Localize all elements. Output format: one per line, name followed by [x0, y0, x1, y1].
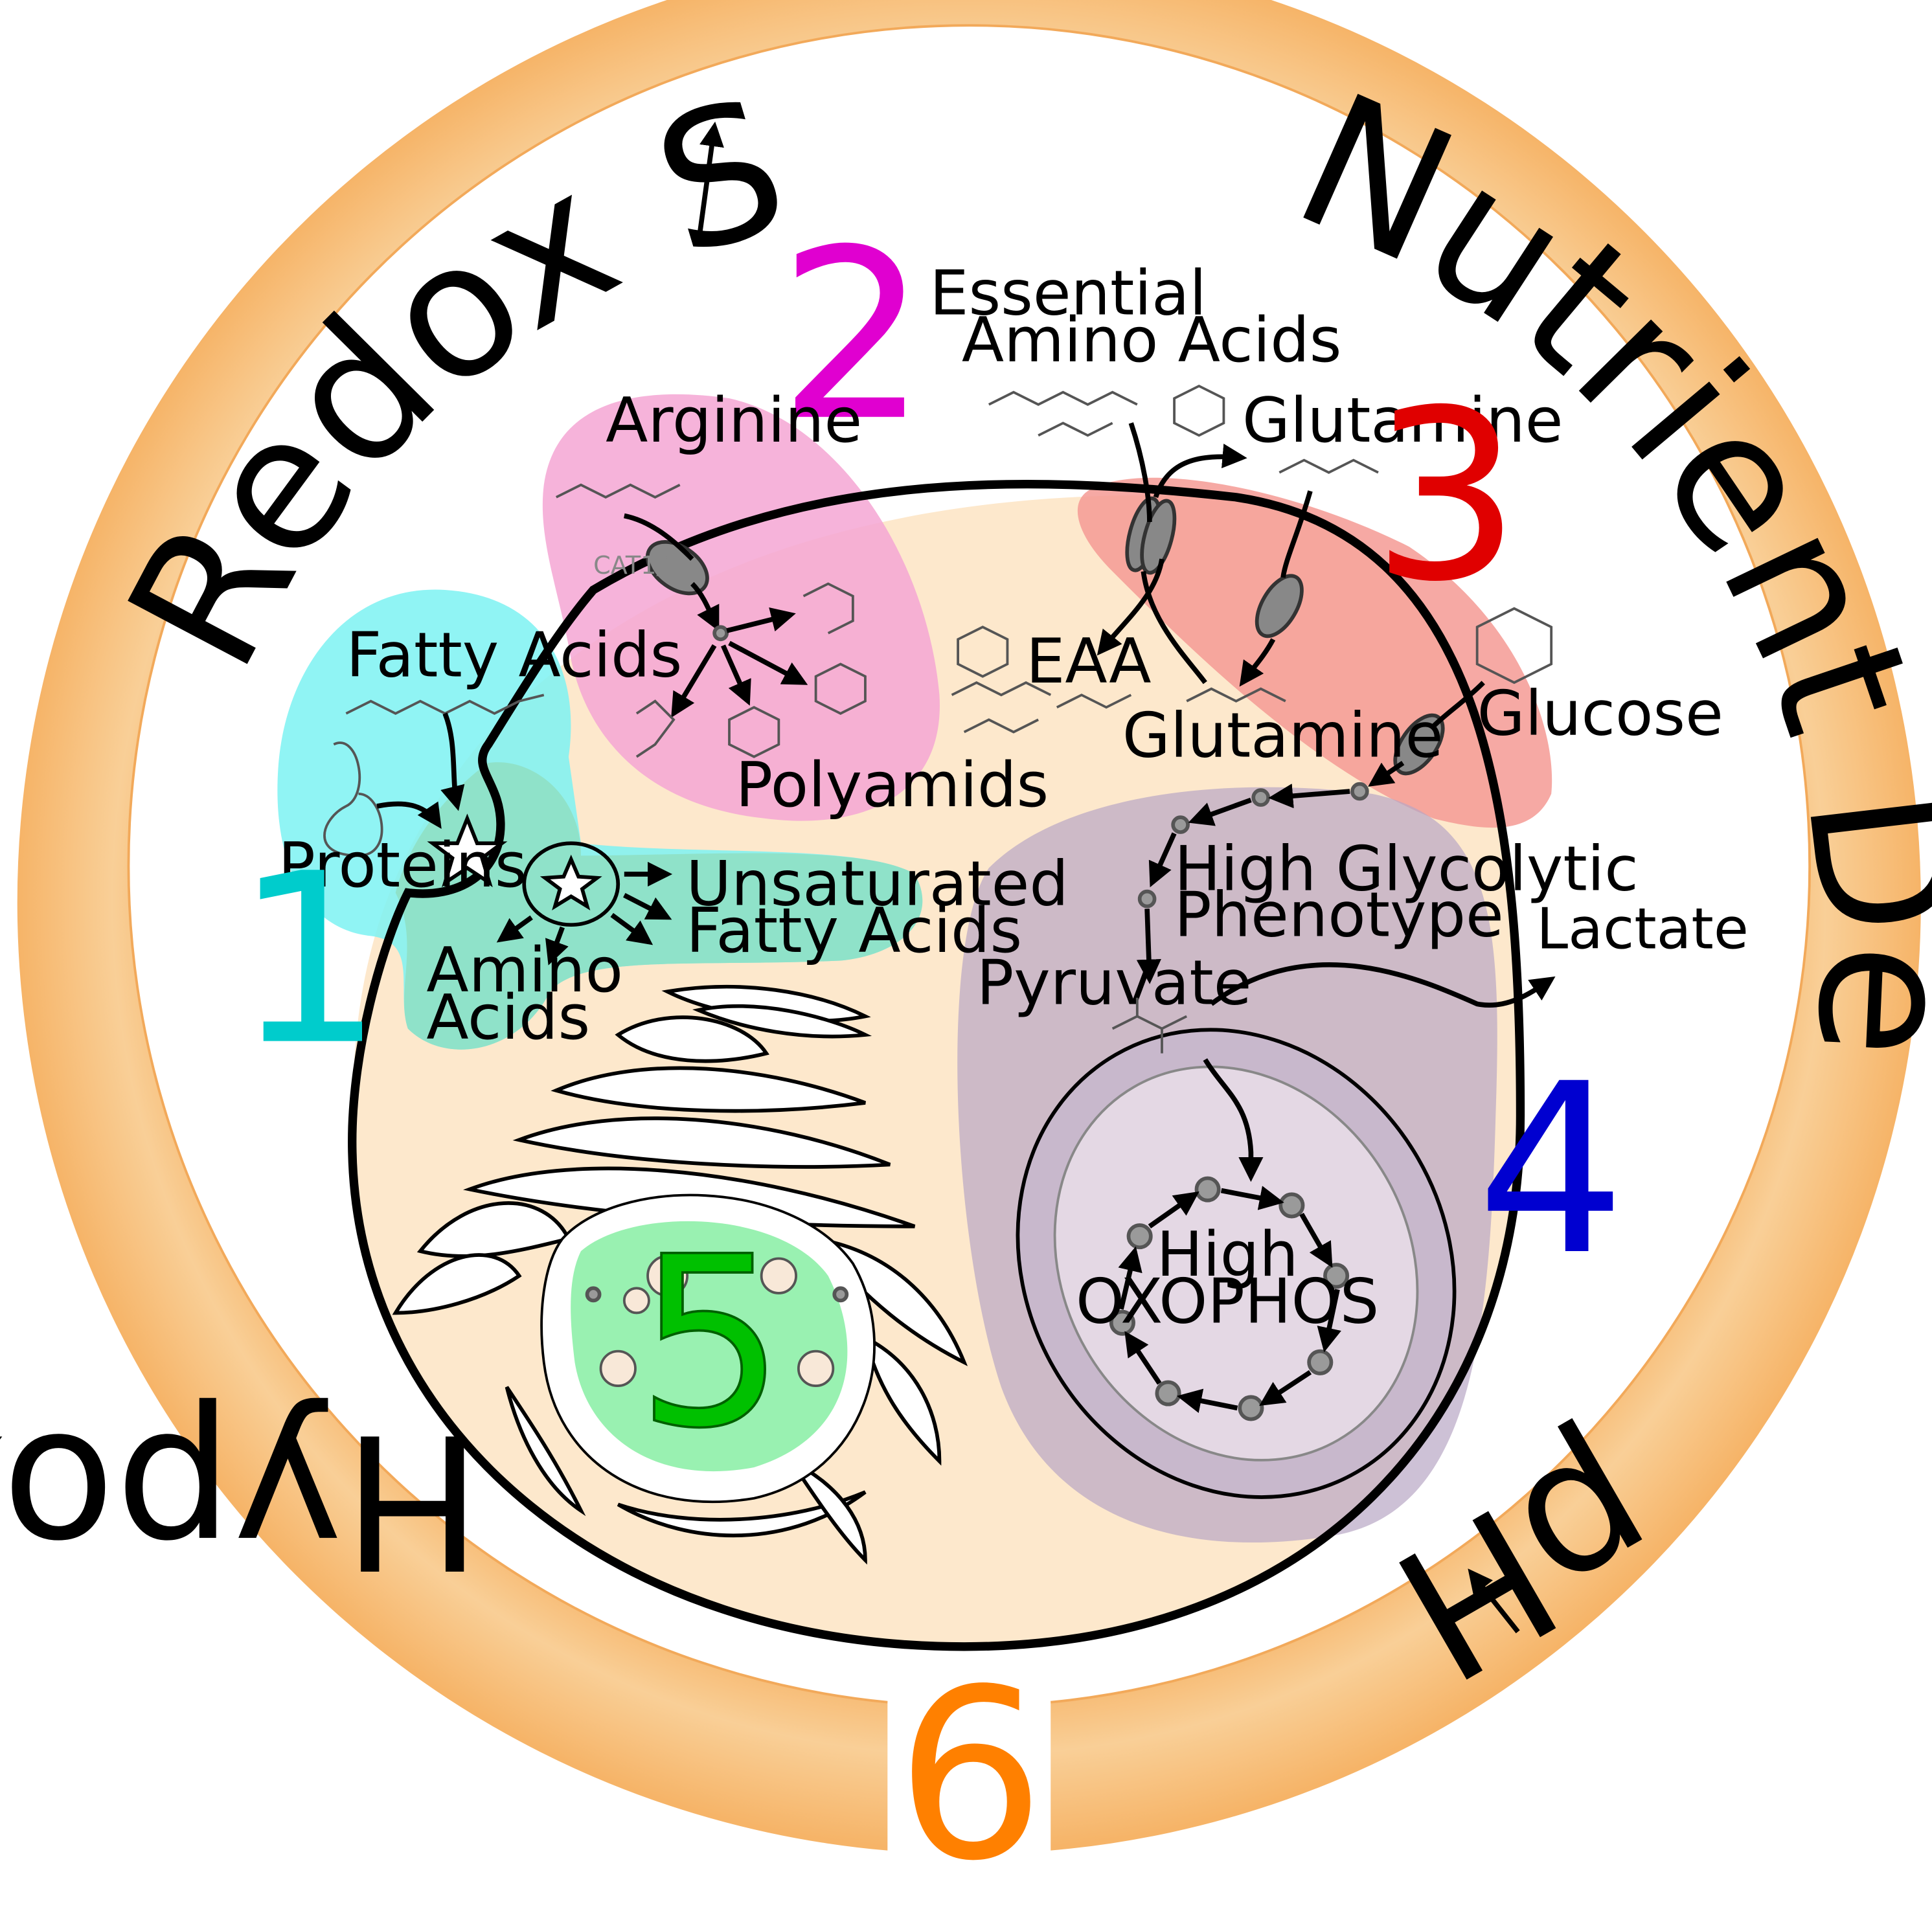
ph-up-arrow-icon	[1468, 1568, 1520, 1634]
mitochondrion	[1016, 1028, 1457, 1499]
label-proteins: Proteins	[278, 829, 527, 901]
autolysosome	[522, 841, 620, 927]
glycolysis-pathway	[1136, 782, 1369, 984]
number-6: 6	[896, 1638, 1045, 1909]
transporter-glutamine	[1255, 574, 1304, 638]
label-essential-amino-acids-line2: Amino Acids	[962, 304, 1342, 376]
label-unsaturated-fatty-acids-line1: Unsaturated	[686, 848, 1069, 920]
number-2: 2	[778, 199, 928, 473]
label-unsaturated-fatty-acids-line2: Fatty Acids	[686, 894, 1022, 967]
number-3: 3	[1372, 359, 1521, 633]
label-glucose: Glucose	[1477, 677, 1723, 749]
label-arginine: Arginine	[606, 384, 862, 457]
label-fatty-acids: Fatty Acids	[346, 619, 682, 692]
label-oxophos-line1: High	[1157, 1218, 1299, 1291]
label-high-glycolytic-line2: Phenotype	[1174, 878, 1504, 951]
transporter-arginine	[645, 540, 709, 596]
label-high-glycolytic-line1: High Glycolytic	[1174, 833, 1639, 905]
label-amino-acids-line1: Amino	[426, 934, 623, 1006]
label-cat: CAT1/2	[593, 552, 680, 580]
label-glutamine-intracellular: Glutamine	[1122, 699, 1443, 772]
oxphos-cycle	[1109, 1176, 1350, 1421]
autophagy-star-icon	[427, 813, 508, 888]
number-1: 1	[234, 823, 384, 1097]
label-polyamids: Polyamids	[736, 749, 1049, 821]
redox-up-arrow-icon	[696, 121, 724, 245]
transporter-glucose	[1393, 713, 1445, 776]
number-5: 5	[636, 1206, 786, 1480]
outer-ring	[17, 0, 1921, 1851]
pyruvate-molecule-icon	[1111, 997, 1188, 1054]
label-pyruvate: Pyruvate	[977, 946, 1252, 1019]
lysosome-star-icon	[540, 854, 602, 910]
label-oxophos-line2: OXOPHOS	[1076, 1265, 1379, 1338]
label-eaa: EAA	[1026, 625, 1151, 697]
ring-label-hypoxia: Hypoxia	[0, 1392, 482, 1609]
label-lactate: Lactate	[1536, 896, 1749, 962]
glucose-molecule-icon	[1475, 607, 1553, 684]
label-essential-amino-acids-line1: Essential	[929, 256, 1207, 329]
label-glutamine-extracellular: Glutamine	[1242, 384, 1563, 457]
nucleus-molecules	[585, 1254, 849, 1387]
number-4: 4	[1477, 1033, 1626, 1307]
label-amino-acids-line2: Acids	[426, 981, 590, 1054]
